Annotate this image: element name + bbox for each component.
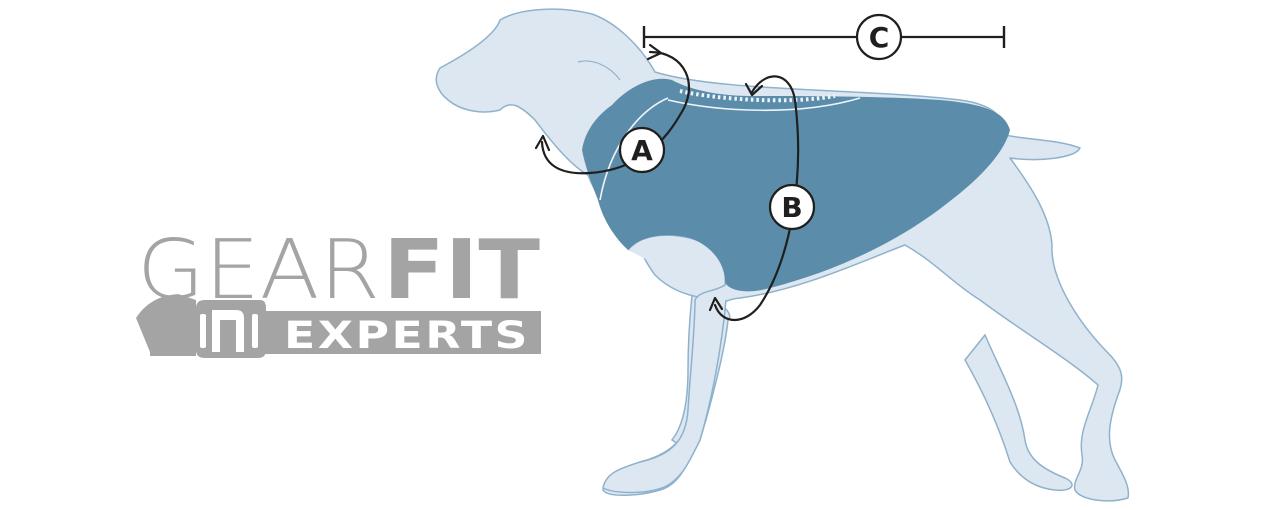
collar-icon xyxy=(136,294,196,356)
measurement-annotations: A B C xyxy=(534,13,1006,321)
jacket-stitching xyxy=(679,89,836,103)
marker-c-label: C xyxy=(869,21,890,54)
dog-far-hind-leg xyxy=(964,333,1073,492)
jacket-top-seam xyxy=(667,97,861,112)
logo-word-fit: FIT xyxy=(383,223,540,318)
logo-banner xyxy=(258,311,541,354)
marker-b-label: B xyxy=(781,191,802,224)
dog-ear xyxy=(577,60,621,81)
marker-a: A xyxy=(618,126,666,174)
marker-c: C xyxy=(855,13,903,61)
gearfit-experts-logo: GEAR FIT EXPERTS xyxy=(136,223,541,358)
logo-word-experts: EXPERTS xyxy=(284,314,530,357)
marker-a-label: A xyxy=(631,134,653,167)
marker-b: B xyxy=(768,183,816,231)
